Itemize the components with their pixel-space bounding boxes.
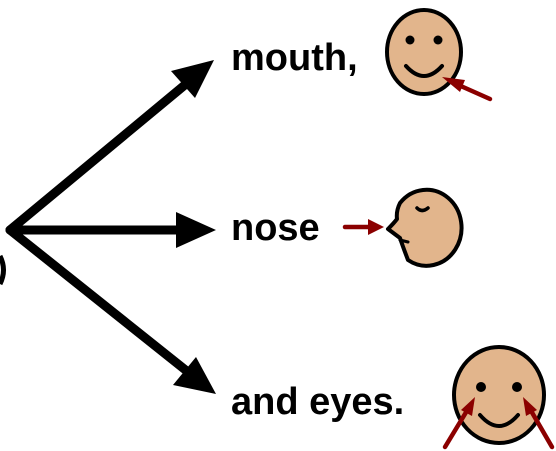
arrow-to-mouth (5, 60, 214, 235)
face-nose-profile-icon (342, 187, 464, 268)
branch-arrows (0, 60, 216, 394)
red-pointer-arrow-icon-left (442, 397, 475, 450)
label-nose: nose (231, 207, 320, 249)
partial-shape-left-edge (0, 254, 6, 286)
label-eyes: and eyes. (231, 381, 404, 423)
red-pointer-arrow-icon-right (523, 397, 555, 450)
arrow-to-eyes (5, 225, 216, 394)
red-pointer-arrow-icon (442, 77, 493, 102)
label-mouth: mouth, (231, 37, 358, 79)
face-mouth-icon (385, 8, 493, 102)
arrow-to-nose (5, 212, 216, 248)
face-eyes-icon (442, 345, 555, 450)
red-pointer-arrow-icon (342, 219, 384, 235)
